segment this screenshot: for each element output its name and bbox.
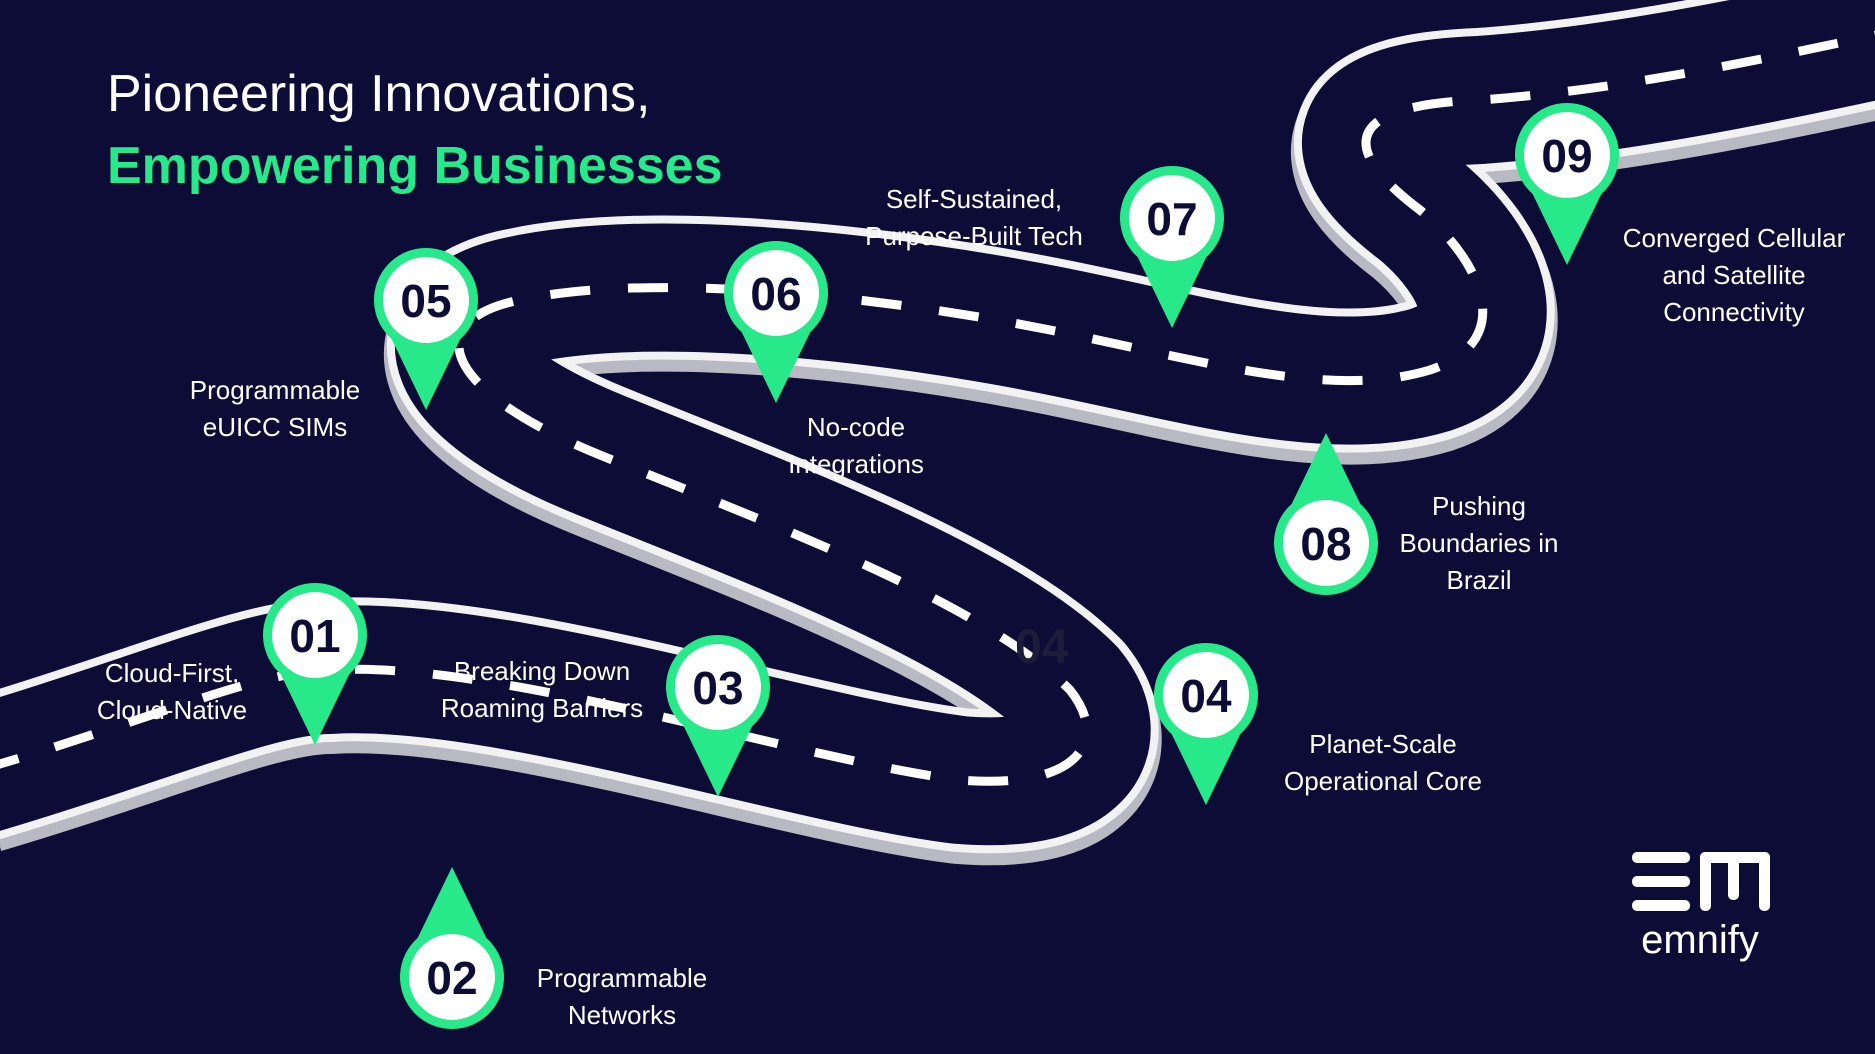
milestone-08-line-1: Pushing xyxy=(1432,491,1526,521)
milestone-07-line-1: Self-Sustained, xyxy=(885,184,1063,214)
milestone-pin-06: 06 xyxy=(724,241,829,403)
pin-inner-circle xyxy=(383,257,469,343)
page-title-line-1: Pioneering Innovations, xyxy=(107,65,651,123)
milestone-number-04: 04 xyxy=(1180,670,1232,722)
milestone-label-02: Programmable Networks xyxy=(537,960,708,1034)
milestone-number-05: 05 xyxy=(400,275,451,327)
milestone-number-06: 06 xyxy=(750,268,801,320)
pin-inner-circle xyxy=(272,592,358,678)
milestone-02-line-1: Programmable xyxy=(536,963,708,993)
milestone-pin-09: 09 xyxy=(1515,102,1620,265)
milestone-label-04: Planet-Scale Operational Core xyxy=(1284,726,1482,800)
milestone-pins: 01 02 03 04 05 06 07 08 09 xyxy=(263,102,1620,1030)
pin-inner-circle xyxy=(733,250,819,336)
milestone-pin-07: 07 xyxy=(1119,166,1224,328)
milestone-label-07: Self-Sustained, Purpose-Built Tech xyxy=(865,181,1083,255)
emnify-em-logo-icon xyxy=(1632,852,1770,911)
ghost-milestone-number: 04 xyxy=(1015,621,1069,674)
milestone-number-09: 09 xyxy=(1541,130,1592,182)
emnify-wordmark: emnify xyxy=(1641,918,1759,962)
milestone-number-07: 07 xyxy=(1146,193,1197,245)
milestone-pin-04: 04 xyxy=(1154,643,1258,805)
milestone-label-09: Converged Cellular and Satellite Connect… xyxy=(1623,220,1846,331)
milestone-09-line-1: Converged Cellular xyxy=(1622,223,1846,253)
milestone-05-line-2: eUICC SIMs xyxy=(202,412,348,442)
pin-inner-circle xyxy=(409,934,495,1020)
milestone-08-line-3: Brazil xyxy=(1446,565,1512,595)
milestone-number-03: 03 xyxy=(692,662,743,714)
pin-inner-circle xyxy=(1283,500,1369,586)
milestone-pin-08: 08 xyxy=(1273,433,1378,595)
milestone-pin-03: 03 xyxy=(666,635,771,797)
milestone-pin-01: 01 xyxy=(263,583,367,745)
pin-inner-circle xyxy=(1129,175,1215,261)
milestone-label-05: Programmable eUICC SIMs xyxy=(190,372,361,446)
milestone-04-line-1: Planet-Scale xyxy=(1309,729,1457,759)
milestone-01-line-1: Cloud-First, xyxy=(104,658,240,688)
pin-inner-circle xyxy=(675,644,761,730)
milestone-number-08: 08 xyxy=(1300,518,1351,570)
pin-inner-circle xyxy=(1163,652,1249,738)
milestone-09-line-2: and Satellite xyxy=(1662,260,1806,290)
milestone-03-line-2: Roaming Barriers xyxy=(440,693,644,723)
milestone-03-line-1: Breaking Down xyxy=(453,656,631,686)
milestone-pin-05: 05 xyxy=(374,248,479,410)
milestone-pin-02: 02 xyxy=(400,867,505,1030)
page-title-line-2: Empowering Businesses xyxy=(107,137,723,195)
milestone-05-line-1: Programmable xyxy=(189,375,361,405)
pin-inner-circle xyxy=(1524,112,1610,198)
milestone-label-03: Breaking Down Roaming Barriers xyxy=(441,653,643,727)
milestone-08-line-2: Boundaries in xyxy=(1399,528,1559,558)
milestone-label-01: Cloud-First, Cloud-Native xyxy=(97,655,247,729)
milestone-01-line-2: Cloud-Native xyxy=(96,695,248,725)
milestone-09-line-3: Connectivity xyxy=(1663,297,1805,327)
milestone-04-line-2: Operational Core xyxy=(1284,766,1482,796)
milestone-number-01: 01 xyxy=(289,610,340,662)
milestone-label-06: No-code Integrations xyxy=(788,409,924,483)
milestone-02-line-2: Networks xyxy=(567,1000,677,1030)
milestone-06-line-1: No-code xyxy=(806,412,906,442)
milestone-number-02: 02 xyxy=(426,952,477,1004)
milestone-07-line-2: Purpose-Built Tech xyxy=(865,221,1083,251)
milestone-label-08: Pushing Boundaries in Brazil xyxy=(1400,488,1559,599)
milestone-06-line-2: Integrations xyxy=(788,449,924,479)
